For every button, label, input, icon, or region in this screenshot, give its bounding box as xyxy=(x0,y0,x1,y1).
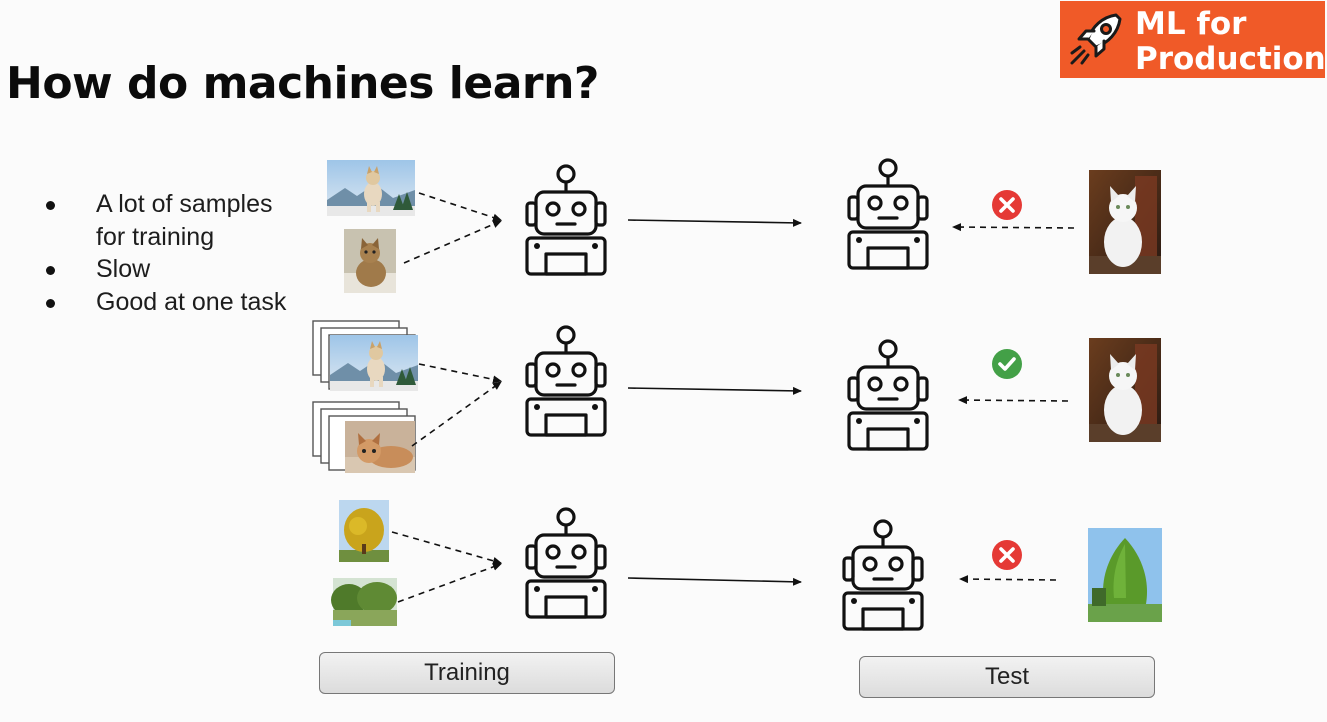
bullet-item: Slow xyxy=(40,253,296,286)
dashed-arrow xyxy=(403,220,502,264)
brand-line-1: ML for xyxy=(1135,6,1247,42)
robot-icon xyxy=(847,339,929,451)
cat-photo xyxy=(345,421,415,473)
bullet-dot xyxy=(46,201,55,210)
dashed-arrow xyxy=(952,223,1075,232)
yellow-tree-photo xyxy=(339,500,389,562)
robot-icon xyxy=(847,158,929,270)
training-label: Training xyxy=(319,652,615,694)
brand-line-2: Production xyxy=(1135,41,1326,77)
brand-logo: ML for Production xyxy=(1060,1,1326,78)
robot-icon xyxy=(525,507,607,619)
bullet-text: Good at one task xyxy=(96,287,287,316)
bullet-item: A lot of samples for training xyxy=(40,188,296,253)
dog-photo xyxy=(330,335,418,391)
white-cat-photo xyxy=(1089,170,1161,274)
dashed-arrow xyxy=(418,363,502,384)
rocket-icon xyxy=(1070,13,1122,65)
dog-photo xyxy=(327,160,415,216)
dashed-arrow xyxy=(397,563,502,603)
dashed-arrow xyxy=(391,531,502,565)
dashed-arrow xyxy=(411,381,502,447)
robot-icon xyxy=(525,325,607,437)
conifer-tree-photo xyxy=(1088,528,1162,622)
solid-arrow xyxy=(627,218,802,227)
solid-arrow xyxy=(627,577,802,586)
x-circle-icon xyxy=(990,538,1024,572)
dashed-arrow xyxy=(958,396,1069,405)
x-circle-icon xyxy=(990,188,1024,222)
cat-photo xyxy=(344,229,396,293)
check-circle-icon xyxy=(990,347,1024,381)
green-trees-photo xyxy=(331,578,397,626)
bullet-dot xyxy=(46,298,55,308)
dashed-arrow xyxy=(959,575,1057,584)
bullet-item: Good at one task xyxy=(40,286,296,319)
white-cat-photo xyxy=(1089,338,1161,442)
slide-title: How do machines learn? xyxy=(6,58,599,109)
solid-arrow xyxy=(627,386,802,395)
bullet-dot xyxy=(46,266,55,275)
dashed-arrow xyxy=(418,192,502,222)
bullet-text: A lot of samples for training xyxy=(96,190,273,251)
test-label: Test xyxy=(859,656,1155,698)
bullet-text: Slow xyxy=(96,255,151,283)
bullet-list: A lot of samples for training Slow Good … xyxy=(40,188,296,318)
robot-icon xyxy=(525,164,607,276)
robot-icon xyxy=(842,519,924,631)
